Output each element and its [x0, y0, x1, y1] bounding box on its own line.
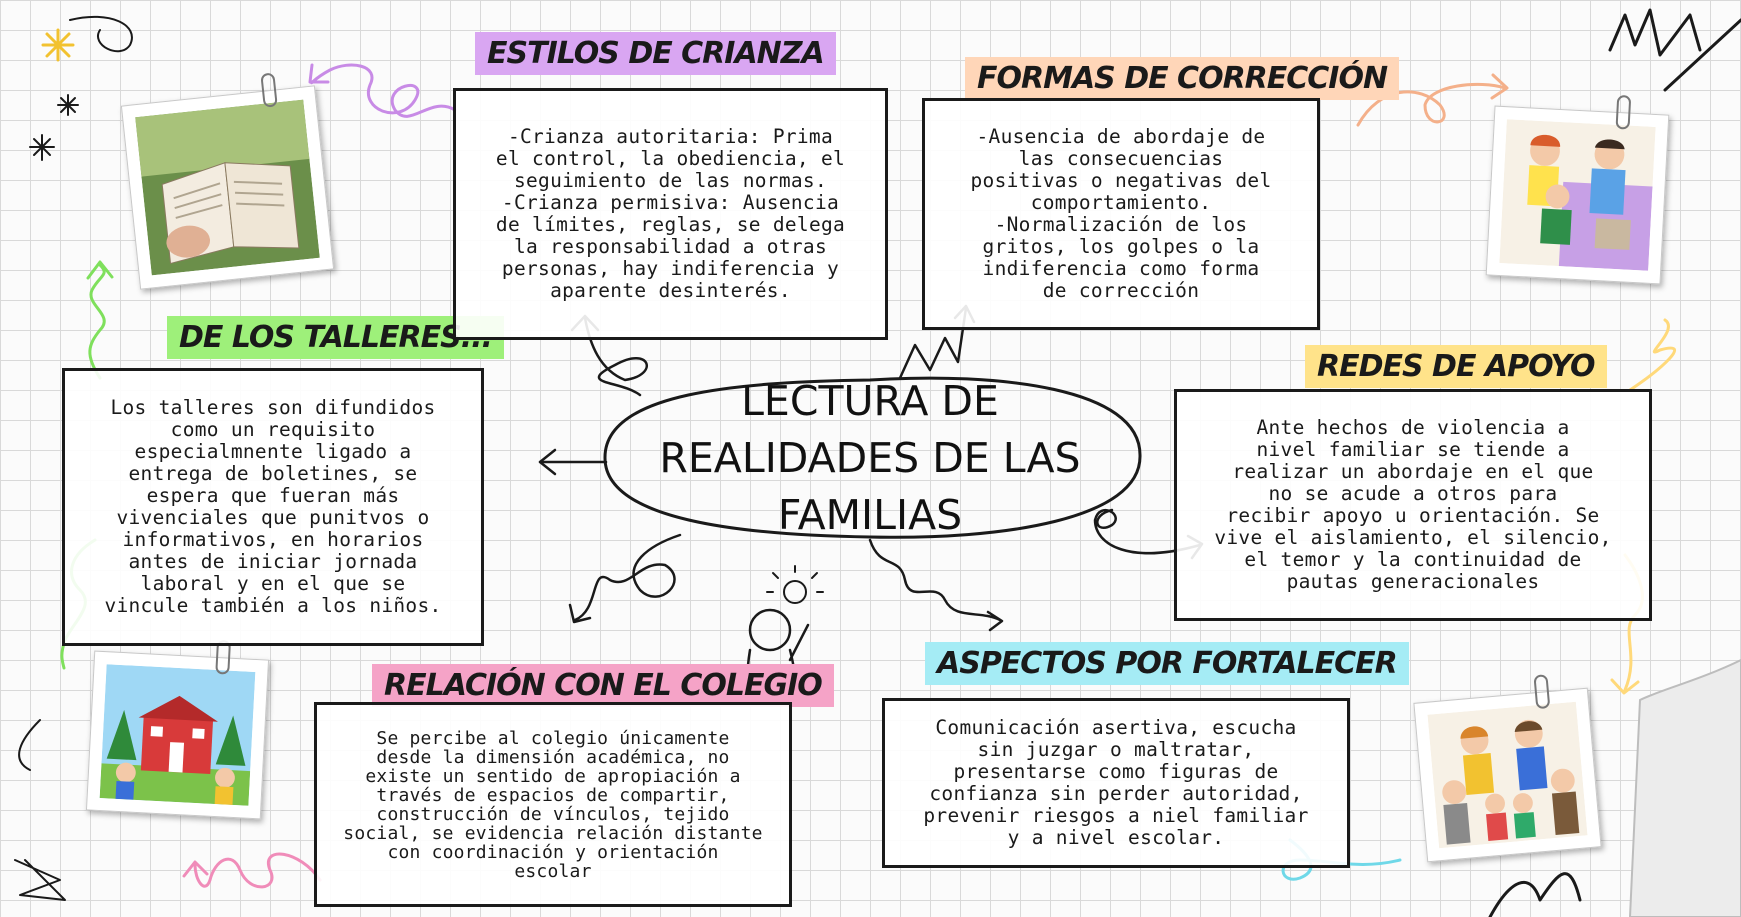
pink-loop-arrow-head [182, 860, 209, 878]
school-image [99, 664, 256, 806]
central-title: LECTURA DE REALIDADES DE LAS FAMILIAS [659, 376, 1081, 539]
lightbulb-rays [766, 565, 824, 593]
arrow-to-formas [898, 306, 968, 380]
text-estilos-de-crianza: -Crianza autoritaria: Prima el control, … [495, 125, 846, 302]
school-photo [85, 639, 270, 820]
purple-loop-arrow [310, 63, 457, 118]
arrow-to-aspectos-head [986, 610, 1004, 632]
title-estilos-de-crianza: ESTILOS DE CRIANZA [475, 32, 836, 75]
box-relacion-con-el-colegio: Se percibe al colegio únicamente desde l… [314, 702, 792, 907]
green-loop-arrow [88, 263, 106, 380]
paperclip-icon [1615, 94, 1632, 130]
title-relacion-con-el-colegio: RELACIÓN CON EL COLEGIO [372, 664, 834, 707]
box-aspectos-por-fortalecer: Comunicación asertiva, escucha sin juzga… [882, 698, 1350, 868]
arrow-to-estilos [583, 316, 648, 397]
text-formas-de-correccion: -Ausencia de abordaje de las consecuenci… [970, 125, 1272, 302]
scribble-bottom-left [14, 719, 66, 901]
box-redes-de-apoyo: Ante hechos de violencia a nivel familia… [1174, 389, 1652, 621]
scribble-top-right [1608, 8, 1741, 92]
arrow-to-colegio [573, 533, 682, 622]
family-talk-photo [1485, 94, 1670, 285]
arrow-to-aspectos [868, 538, 1002, 622]
text-relacion-con-el-colegio: Se percibe al colegio únicamente desde l… [343, 727, 763, 882]
box-de-los-talleres: Los talleres son difundidos como un requ… [62, 368, 484, 646]
asterisk-icon [57, 94, 79, 116]
asterisk-icon-2 [29, 134, 55, 161]
title-formas-de-correccion: FORMAS DE CORRECCIÓN [965, 57, 1400, 100]
torn-paper-corner [1628, 658, 1741, 917]
yellow-loop-arrow [1628, 318, 1677, 392]
scribble-bottom-right [1488, 872, 1582, 917]
arrow-to-redes [1093, 508, 1202, 555]
pink-loop-arrow [193, 852, 322, 889]
box-formas-de-correccion: -Ausencia de abordaje de las consecuenci… [922, 98, 1320, 330]
text-redes-de-apoyo: Ante hechos de violencia a nivel familia… [1214, 416, 1612, 593]
box-estilos-de-crianza: -Crianza autoritaria: Prima el control, … [453, 88, 888, 340]
arrow-to-talleres-head [538, 448, 557, 476]
stick-figure-head [748, 608, 792, 652]
scribble-top-left [69, 15, 133, 53]
yellow-loop-lower-head [1610, 678, 1640, 695]
family-group-photo [1413, 674, 1602, 863]
paperclip-icon [1533, 674, 1551, 710]
text-de-los-talleres: Los talleres son difundidos como un requ… [104, 396, 442, 617]
orange-loop-arrow-head [1490, 73, 1509, 100]
purple-loop-arrow-head [308, 63, 330, 84]
text-aspectos-por-fortalecer: Comunicación asertiva, escucha sin juzga… [923, 716, 1309, 849]
family-talk-image [1499, 119, 1656, 271]
title-aspectos-por-fortalecer: ASPECTOS POR FORTALECER [925, 642, 1409, 685]
yellow-star-icon [41, 28, 75, 62]
arrow-to-colegio-head [568, 603, 592, 624]
book-photo [120, 72, 335, 290]
book-image [135, 99, 320, 276]
title-redes-de-apoyo: REDES DE APOYO [1305, 345, 1607, 388]
title-de-los-talleres: DE LOS TALLERES... [167, 316, 504, 359]
center-oval [603, 376, 1142, 539]
family-group-image [1427, 701, 1588, 849]
lightbulb-icon [783, 580, 807, 604]
green-loop-arrow-head [86, 260, 114, 280]
